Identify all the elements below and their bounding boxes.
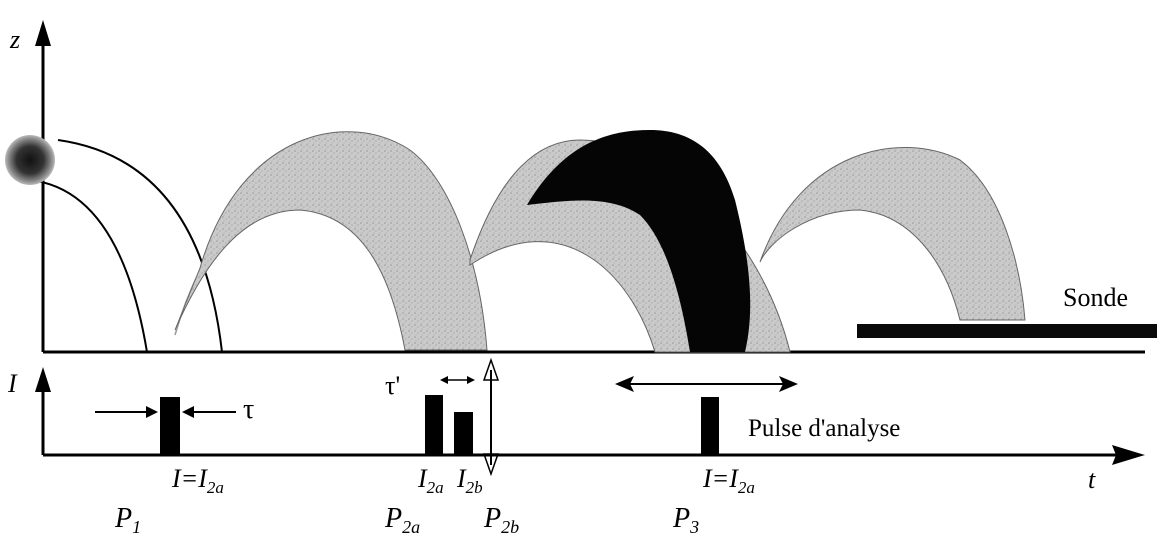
bounce-arc-3 <box>760 147 1025 320</box>
intensity-label-p2a: I2a <box>417 464 444 497</box>
position-label-p2a: P2a <box>384 503 420 537</box>
tau-prime-label: τ' <box>385 371 400 400</box>
tau-prime-arrow-right-head <box>467 376 475 384</box>
i-axis-label: I <box>7 369 18 398</box>
z-axis-arrowhead <box>35 20 51 46</box>
pulse-bar-p2a <box>425 395 443 455</box>
z-axis-label: z <box>9 25 20 54</box>
position-label-p3: P3 <box>672 503 699 537</box>
pulse-bar-p1 <box>160 397 180 455</box>
t-axis-label: t <box>1088 465 1096 494</box>
i-axis-arrowhead <box>35 367 51 392</box>
bounce-arc-1 <box>175 132 487 350</box>
tau-arrow-right-head <box>182 406 194 418</box>
probe-label: Sonde <box>1063 283 1128 312</box>
intensity-label-p1: I=I2a <box>171 464 224 497</box>
probe-beam <box>857 324 1157 338</box>
position-label-p1: P1 <box>114 503 141 537</box>
pulse-bar-p2b <box>454 412 473 455</box>
trajectory-panel: z Sonde <box>5 20 1157 352</box>
t-axis-arrowhead <box>1112 445 1145 465</box>
pulse-analysis-label: Pulse d'analyse <box>748 415 900 442</box>
tau-arrow-left-head <box>146 406 158 418</box>
timing-panel: I t τ τ' Pulse d'analyse I=I2a <box>7 360 1145 537</box>
position-label-p2b: P2b <box>483 503 519 537</box>
pulse-bar-p3 <box>701 397 719 455</box>
falling-trajectory-inner <box>30 180 147 352</box>
intensity-label-p3: I=I2a <box>702 464 755 497</box>
intensity-label-p2b: I2b <box>456 464 483 497</box>
tau-label: τ <box>243 394 254 425</box>
tau-prime-arrow-left-head <box>440 376 448 384</box>
atom-cloud <box>5 135 55 185</box>
